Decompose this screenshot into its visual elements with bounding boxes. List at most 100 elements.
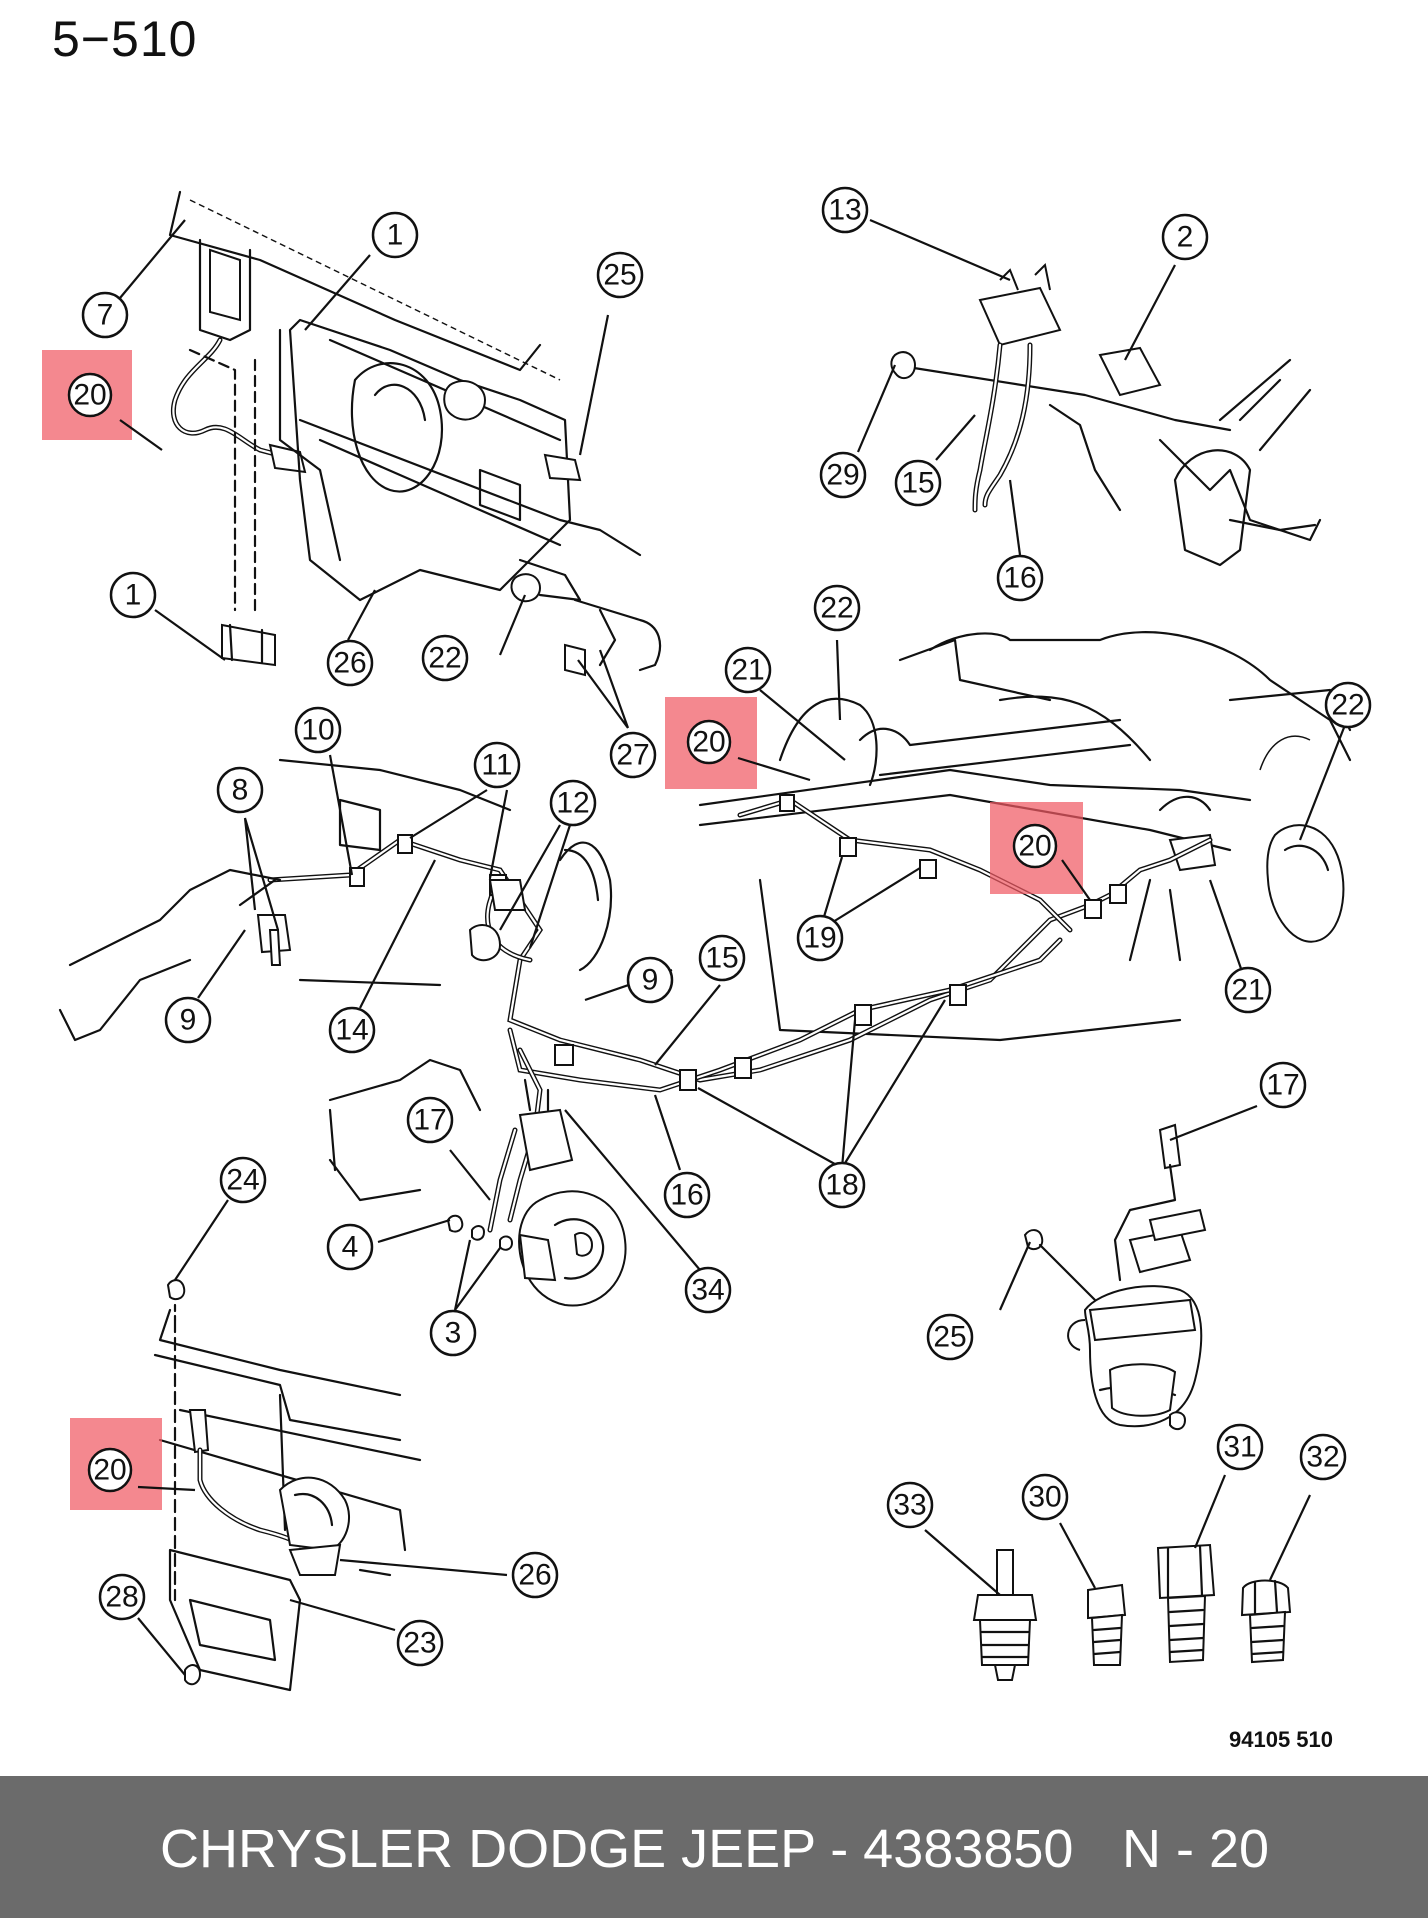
- callout-17: 17: [1259, 1061, 1307, 1109]
- svg-text:23: 23: [403, 1627, 436, 1660]
- svg-text:4: 4: [342, 1231, 359, 1264]
- callout-25: 25: [926, 1313, 974, 1361]
- svg-text:29: 29: [826, 459, 859, 492]
- svg-text:28: 28: [105, 1581, 138, 1614]
- svg-text:27: 27: [616, 739, 649, 772]
- callout-20-highlighted: 20: [686, 719, 732, 765]
- svg-text:8: 8: [232, 774, 249, 807]
- callout-1: 1: [371, 211, 419, 259]
- callout-19: 19: [796, 914, 844, 962]
- svg-text:33: 33: [893, 1489, 926, 1522]
- footer-reference: N - 20: [1122, 1819, 1270, 1879]
- svg-text:17: 17: [413, 1104, 446, 1137]
- callout-16: 16: [996, 554, 1044, 602]
- callout-28: 28: [98, 1573, 146, 1621]
- svg-text:2: 2: [1177, 221, 1194, 254]
- callout-8: 8: [216, 766, 264, 814]
- svg-text:25: 25: [933, 1321, 966, 1354]
- fitting-30: [1087, 1583, 1127, 1666]
- drawing-code: 94105 510: [1229, 1727, 1333, 1752]
- callout-7: 7: [81, 291, 129, 339]
- svg-text:18: 18: [825, 1169, 858, 1202]
- svg-text:11: 11: [481, 749, 512, 782]
- callout-24: 24: [219, 1156, 267, 1204]
- svg-text:26: 26: [518, 1559, 551, 1592]
- page-number: 5−510: [52, 11, 198, 67]
- callout-29: 29: [819, 451, 867, 499]
- fitting-33: [972, 1549, 1038, 1681]
- svg-text:31: 31: [1223, 1431, 1256, 1464]
- svg-text:26: 26: [333, 647, 366, 680]
- callout-21: 21: [1224, 966, 1272, 1014]
- callout-31: 31: [1216, 1423, 1264, 1471]
- footer-brand-part-number: CHRYSLER DODGE JEEP - 4383850: [160, 1819, 1074, 1879]
- svg-text:21: 21: [731, 654, 764, 687]
- callout-4: 4: [326, 1223, 374, 1271]
- svg-text:19: 19: [803, 922, 836, 955]
- callout-11: 11: [473, 741, 521, 789]
- callout-10: 10: [294, 706, 342, 754]
- svg-text:17: 17: [1266, 1069, 1299, 1102]
- fitting-32: [1240, 1579, 1292, 1664]
- callouts: 1 1 2 3 4 7 8 9 9 10 11 12 13 14 15 15 1…: [67, 186, 1372, 1667]
- svg-text:14: 14: [335, 1014, 368, 1047]
- footer-bar: CHRYSLER DODGE JEEP - 4383850 N - 20: [0, 1776, 1428, 1918]
- callout-33: 33: [886, 1481, 934, 1529]
- front-left-frame: [58, 758, 612, 1042]
- callout-23: 23: [396, 1619, 444, 1667]
- proportioning-valve-assembly: [890, 262, 1322, 567]
- svg-text:30: 30: [1028, 1481, 1061, 1514]
- highlight-boxes: [42, 350, 1083, 1510]
- callout-34: 34: [684, 1266, 732, 1314]
- svg-text:21: 21: [1231, 974, 1264, 1007]
- svg-text:24: 24: [226, 1164, 259, 1197]
- callout-9: 9: [164, 996, 212, 1044]
- svg-text:22: 22: [820, 592, 853, 625]
- svg-text:9: 9: [180, 1004, 197, 1037]
- callout-16: 16: [663, 1171, 711, 1219]
- diagram-linework: [58, 190, 1352, 1692]
- svg-text:25: 25: [603, 259, 636, 292]
- callout-20-highlighted: 20: [67, 372, 113, 418]
- callout-17: 17: [406, 1096, 454, 1144]
- svg-text:32: 32: [1306, 1441, 1339, 1474]
- callout-3: 3: [429, 1309, 477, 1357]
- svg-text:16: 16: [670, 1179, 703, 1212]
- svg-text:7: 7: [97, 299, 114, 332]
- svg-text:12: 12: [556, 787, 589, 820]
- svg-text:10: 10: [301, 714, 334, 747]
- callout-12: 12: [549, 779, 597, 827]
- svg-text:3: 3: [445, 1317, 462, 1350]
- leader-lines: [119, 218, 1347, 1676]
- callout-15: 15: [894, 459, 942, 507]
- callout-21: 21: [724, 646, 772, 694]
- brake-line-diagram: 1 1 2 3 4 7 8 9 9 10 11 12 13 14 15 15 1…: [42, 186, 1372, 1692]
- svg-text:15: 15: [705, 942, 738, 975]
- height-sensing-valve: [1023, 1123, 1207, 1431]
- callout-22: 22: [421, 634, 469, 682]
- callout-26: 26: [511, 1551, 559, 1599]
- callout-25: 25: [596, 251, 644, 299]
- svg-text:20: 20: [692, 726, 725, 759]
- svg-text:34: 34: [691, 1274, 724, 1307]
- svg-text:9: 9: [642, 964, 659, 997]
- callout-27: 27: [609, 731, 657, 779]
- callout-15: 15: [698, 934, 746, 982]
- callout-22: 22: [1324, 681, 1372, 729]
- svg-text:20: 20: [1018, 830, 1051, 863]
- frame-and-rear-axle: [698, 631, 1352, 1042]
- master-cylinder-assembly: [168, 190, 662, 677]
- callout-18: 18: [818, 1161, 866, 1209]
- rear-frame-bracket: [153, 1279, 422, 1692]
- svg-text:20: 20: [93, 1454, 126, 1487]
- svg-text:15: 15: [901, 467, 934, 500]
- main-brake-lines: [267, 794, 1213, 1223]
- callout-1: 1: [109, 571, 157, 619]
- callout-22: 22: [813, 584, 861, 632]
- svg-text:22: 22: [428, 642, 461, 675]
- svg-text:16: 16: [1003, 562, 1036, 595]
- callout-30: 30: [1021, 1473, 1069, 1521]
- callout-26: 26: [326, 639, 374, 687]
- callout-20-highlighted: 20: [1012, 823, 1058, 869]
- fitting-31: [1156, 1543, 1216, 1664]
